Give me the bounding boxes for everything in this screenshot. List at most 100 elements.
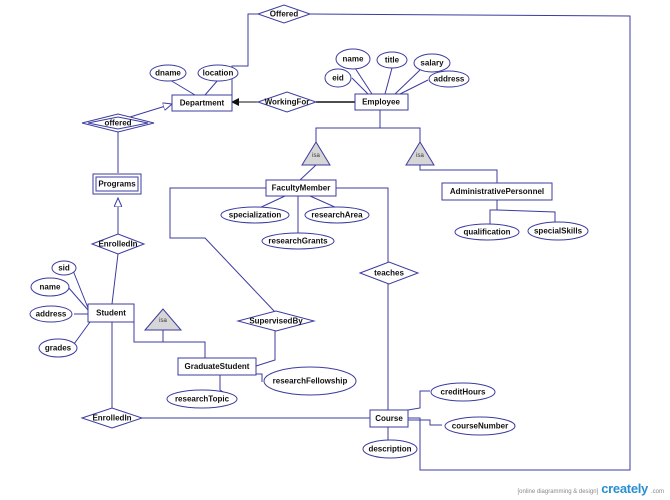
attribute-salary[interactable]: salary: [413, 53, 451, 73]
attribute-special-skills[interactable]: specialSkills: [527, 221, 589, 241]
line-eid-employee: [351, 77, 369, 95]
attribute-research-topic-label: researchTopic: [175, 395, 230, 404]
entity-employee[interactable]: Employee: [354, 93, 409, 111]
entity-faculty-member[interactable]: FacultyMember: [265, 179, 337, 197]
line-dname-department: [169, 79, 196, 96]
relationship-enrolled-in-programs[interactable]: EnrolledIn: [90, 233, 146, 255]
attribute-course-number[interactable]: courseNumber: [444, 416, 516, 436]
entity-department-label: Department: [180, 99, 225, 108]
line-employee-isa: [315, 110, 381, 142]
attribute-research-area[interactable]: researchArea: [304, 206, 370, 224]
entity-student-label: Student: [96, 309, 126, 318]
attribute-grades-label: grades: [45, 344, 72, 353]
attribute-special-skills-label: specialSkills: [534, 227, 583, 236]
relationship-offered-programs-label: offered: [104, 119, 131, 128]
entity-course-label: Course: [375, 414, 403, 423]
line-qualification-admin: [489, 200, 498, 225]
attribute-salary-label: salary: [420, 59, 444, 68]
attribute-credit-hours-label: creditHours: [441, 388, 486, 397]
line-isa-faculty: [299, 164, 317, 181]
line-coursenumber-course: [408, 419, 442, 426]
entity-administrative-personnel[interactable]: AdministrativePersonnel: [441, 182, 553, 201]
attribute-description-label: description: [368, 445, 411, 454]
relationship-teaches[interactable]: teaches: [358, 261, 420, 285]
isa-employee-admin-label: isa: [416, 153, 424, 159]
entity-administrative-personnel-label: AdministrativePersonnel: [450, 187, 544, 196]
line-researcharea-faculty: [309, 195, 338, 209]
line-department-offered: [231, 13, 258, 96]
isa-employee-admin[interactable]: isa: [405, 141, 435, 166]
attribute-research-topic[interactable]: researchTopic: [166, 389, 238, 409]
attribute-address-employee-label: address: [434, 75, 465, 84]
attribute-address-employee[interactable]: address: [428, 70, 470, 88]
attribute-eid[interactable]: eid: [324, 68, 352, 88]
attribute-grades[interactable]: grades: [38, 338, 78, 358]
line-employee-isa-right: [380, 127, 421, 142]
relationship-supervised-by[interactable]: SupervisedBy: [236, 310, 316, 332]
relationship-working-for[interactable]: WorkingFor: [256, 91, 318, 113]
attribute-qualification[interactable]: qualification: [454, 223, 520, 241]
attribute-research-fellowship[interactable]: researchFellowship: [263, 366, 357, 396]
attribute-credit-hours[interactable]: creditHours: [430, 382, 496, 402]
watermark-tagline: [online diagramming & design]: [517, 489, 599, 495]
line-sid-student: [71, 267, 89, 309]
attribute-research-fellowship-label: researchFellowship: [273, 377, 348, 386]
line-salary-employee: [394, 69, 421, 95]
line-enrolledin-student: [111, 253, 119, 305]
attribute-location[interactable]: location: [197, 64, 239, 82]
line-isa-graduate: [163, 341, 206, 358]
line-title-employee: [384, 67, 393, 95]
watermark-tld: .com: [650, 489, 664, 495]
attribute-title-label: title: [385, 56, 400, 65]
entity-graduate-student[interactable]: GraduateStudent: [177, 357, 257, 376]
entity-programs-label: Programs: [98, 180, 136, 189]
attribute-name-employee[interactable]: name: [335, 48, 371, 70]
line-supervisedby-graduate: [255, 330, 276, 367]
entity-course[interactable]: Course: [369, 409, 409, 428]
attribute-dname-label: dname: [155, 69, 181, 78]
attribute-description[interactable]: description: [362, 439, 418, 459]
attribute-name-employee-label: name: [343, 55, 364, 64]
attribute-address-student[interactable]: address: [29, 305, 73, 323]
entity-department[interactable]: Department: [171, 94, 233, 112]
isa-employee-faculty-label: isa: [312, 153, 320, 159]
line-student-isa: [133, 313, 164, 343]
attribute-course-number-label: courseNumber: [452, 422, 508, 431]
attribute-eid-label: eid: [332, 74, 344, 83]
relationship-enrolled-in-course[interactable]: EnrolledIn: [80, 407, 144, 429]
relationship-offered-top-label: Offered: [270, 10, 299, 19]
connector-lines: [67, 13, 631, 471]
watermark-brand: creately: [601, 481, 648, 496]
relationship-teaches-label: teaches: [374, 269, 404, 278]
line-name-student: [67, 286, 89, 311]
attribute-specialization-label: specialization: [229, 211, 282, 220]
attribute-address-student-label: address: [36, 310, 67, 319]
isa-student-graduate[interactable]: isa: [143, 308, 183, 331]
attribute-research-grants-label: researchGrants: [268, 237, 328, 246]
line-name-employee: [354, 67, 373, 95]
line-offered-course: [309, 13, 631, 471]
relationship-offered-top[interactable]: Offered: [256, 4, 312, 24]
creately-watermark[interactable]: [online diagramming & design] creately .…: [518, 481, 664, 496]
line-address-employee: [399, 79, 429, 95]
attribute-location-label: location: [203, 69, 234, 78]
isa-employee-faculty[interactable]: isa: [301, 141, 331, 166]
attribute-name-student-label: name: [40, 283, 61, 292]
line-isa-admin: [419, 165, 498, 183]
attribute-specialization[interactable]: specialization: [220, 206, 290, 224]
attribute-dname[interactable]: dname: [149, 64, 187, 82]
relationship-offered-programs[interactable]: offered: [81, 113, 155, 133]
attribute-research-grants[interactable]: researchGrants: [261, 232, 335, 250]
attribute-sid-label: sid: [58, 264, 70, 273]
attribute-sid[interactable]: sid: [51, 260, 77, 276]
entity-programs[interactable]: Programs: [92, 173, 142, 195]
entity-graduate-student-label: GraduateStudent: [185, 362, 250, 371]
line-credithours-course: [407, 390, 430, 411]
entity-student[interactable]: Student: [87, 303, 135, 323]
attribute-title[interactable]: title: [376, 51, 408, 69]
relationship-enrolled-in-course-label: EnrolledIn: [92, 414, 131, 423]
attribute-name-student[interactable]: name: [30, 277, 70, 297]
attribute-qualification-label: qualification: [463, 228, 510, 237]
attribute-research-area-label: researchArea: [311, 211, 363, 220]
entity-faculty-member-label: FacultyMember: [272, 184, 331, 193]
